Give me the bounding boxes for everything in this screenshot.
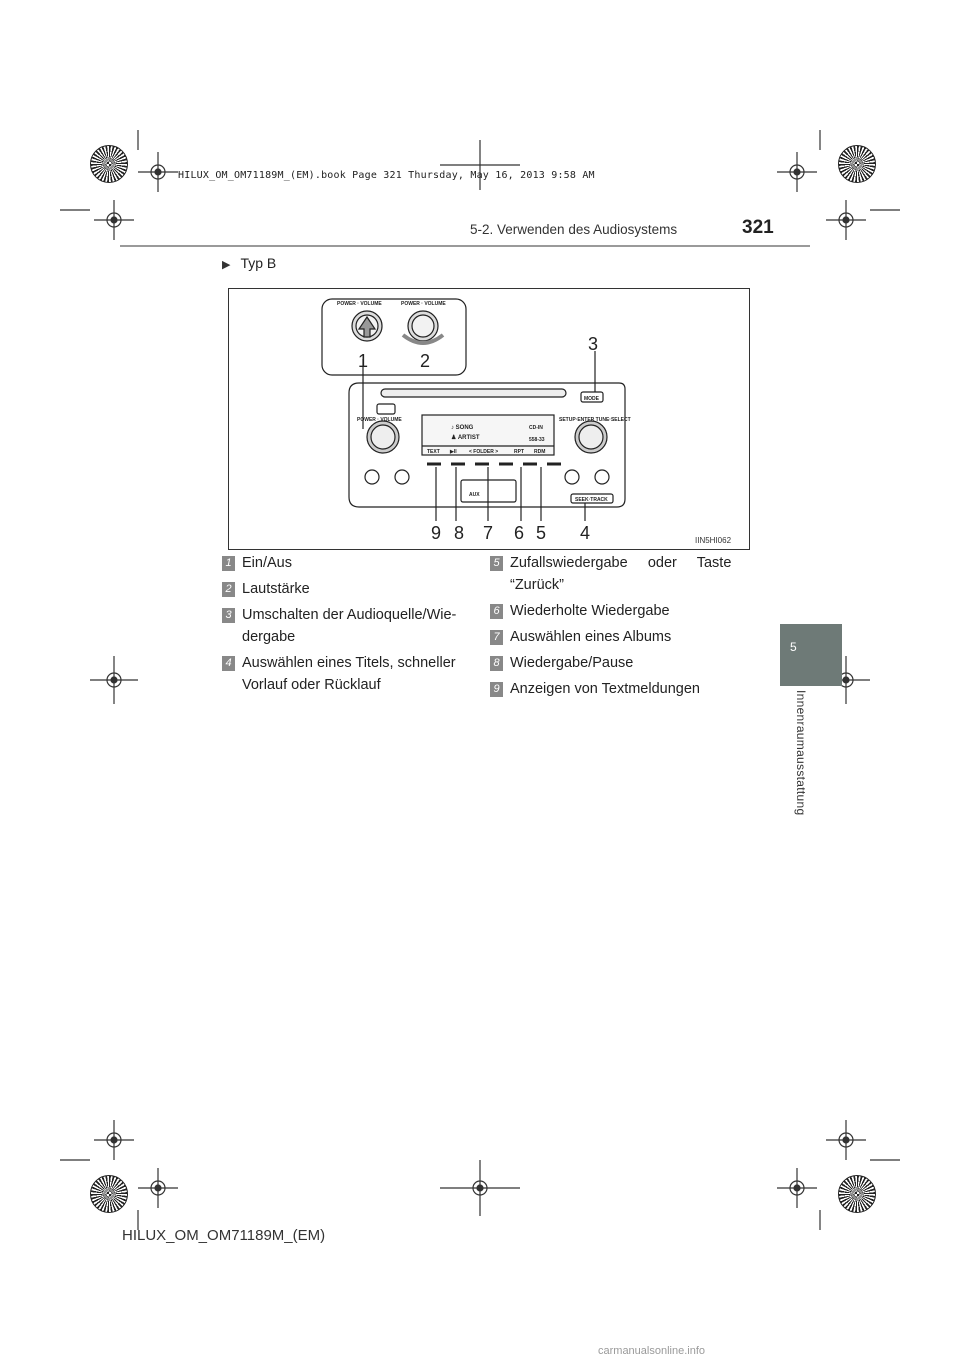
legend-item: Auswählen eines Albums — [510, 629, 672, 645]
legend-number: 4 — [222, 656, 235, 671]
callout-5: 5 — [536, 523, 546, 543]
crosshair-icon — [826, 200, 866, 240]
legend-number: 3 — [222, 608, 235, 623]
registration-rosette-icon — [838, 145, 876, 183]
softkey-label: RPT — [514, 449, 524, 455]
crosshair-icon — [826, 1120, 866, 1160]
chapter-tab — [780, 624, 842, 686]
figure-code: IIN5HI062 — [695, 536, 732, 545]
crosshair-icon — [90, 656, 138, 704]
header-rule — [120, 245, 810, 247]
crosshair-icon — [94, 200, 134, 240]
legend-item: Ein/Aus — [242, 555, 292, 571]
watermark: carmanualsonline.info — [598, 1345, 706, 1357]
chapter-number: 5 — [790, 640, 797, 654]
legend-item: Wiedergabe/Pause — [510, 655, 634, 671]
mode-button-label: MODE — [584, 396, 600, 402]
softkey-label: < FOLDER > — [469, 449, 498, 455]
audio-unit-illustration: 1 2 3 9 8 7 6 5 4 POWER · VOLUME POWER ·… — [321, 298, 631, 543]
legend-number: 5 — [490, 556, 503, 571]
legend-number: 2 — [222, 582, 235, 597]
legend-item: Zufallswiedergabe oder Taste“Zurück” — [510, 555, 732, 593]
legend-item: Anzeigen von Textmeldungen — [510, 681, 700, 697]
section-title: 5-2. Verwenden des Audiosystems — [470, 222, 678, 237]
softkey-label: TEXT — [427, 449, 440, 455]
inset-knob-label: POWER · VOLUME — [401, 301, 446, 307]
callout-2: 2 — [420, 351, 430, 371]
display-artist: ♟ ARTIST — [451, 434, 480, 441]
legend-number: 1 — [222, 556, 235, 571]
seek-track-label: SEEK·TRACK — [575, 497, 608, 503]
inset-knob-label: POWER · VOLUME — [337, 301, 382, 307]
aux-label: AUX — [469, 492, 480, 498]
legend-number: 6 — [490, 604, 503, 619]
legend-item: Umschalten der Audioquelle/Wie-dergabe — [242, 607, 457, 645]
callout-1: 1 — [358, 351, 368, 371]
callout-8: 8 — [454, 523, 464, 543]
callout-7: 7 — [483, 523, 493, 543]
crosshair-icon — [440, 1160, 520, 1216]
display-song: ♪ SONG — [451, 425, 474, 431]
crosshair-icon — [777, 152, 817, 192]
triangle-right-icon: ▶ — [222, 259, 231, 271]
registration-rosette-icon — [90, 145, 128, 183]
display-cd: CD-IN — [529, 425, 543, 431]
legend-number: 9 — [490, 682, 503, 697]
crosshair-icon — [138, 1168, 178, 1208]
legend-item: Wiederholte Wiedergabe — [510, 603, 670, 619]
softkey-label: RDM — [534, 449, 545, 455]
left-knob-label: POWER · VOLUME — [357, 417, 402, 423]
crosshair-icon — [94, 1120, 134, 1160]
callout-9: 9 — [431, 523, 441, 543]
legend-number: 8 — [490, 656, 503, 671]
chapter-title: Innenraumausstattung — [794, 690, 808, 816]
callout-6: 6 — [514, 523, 524, 543]
right-knob-label: SETUP·ENTER TUNE·SELECT — [559, 417, 631, 423]
audio-unit-figure: 1 2 3 9 8 7 6 5 4 POWER · VOLUME POWER ·… — [228, 288, 750, 550]
print-info: HILUX_OM_OM71189M_(EM).book Page 321 Thu… — [178, 170, 595, 181]
footer-code: HILUX_OM_OM71189M_(EM) — [122, 1227, 326, 1244]
crosshair-icon — [777, 1168, 817, 1208]
callout-4: 4 — [580, 523, 590, 543]
registration-rosette-icon — [838, 1175, 876, 1213]
page-number: 321 — [742, 217, 774, 238]
type-label: ▶Typ B — [222, 255, 277, 271]
callout-3: 3 — [588, 334, 598, 354]
legend-item: Lautstärke — [242, 581, 310, 597]
registration-rosette-icon — [90, 1175, 128, 1213]
crosshair-icon — [138, 152, 178, 192]
legend-number: 7 — [490, 630, 503, 645]
display-time: 558-33 — [529, 437, 545, 443]
softkey-label: ▶II — [449, 449, 457, 455]
